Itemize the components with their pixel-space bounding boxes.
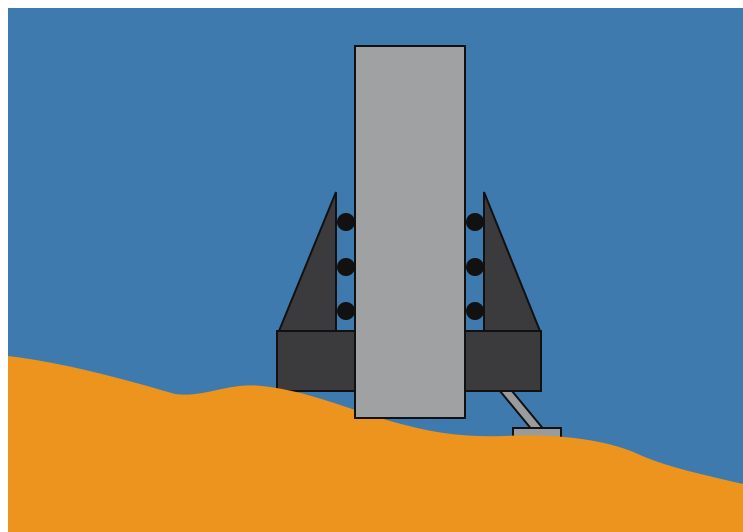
rollers-right (466, 213, 484, 320)
roller-left-1 (337, 213, 355, 231)
guide-frame-left (276, 191, 359, 392)
guide-frame-right (460, 191, 542, 392)
roller-right-2 (466, 258, 484, 276)
roller-right-1 (466, 213, 484, 231)
pile (354, 45, 466, 419)
roller-right-3 (466, 302, 484, 320)
guide-frame-left-box (276, 330, 359, 392)
roller-left-2 (337, 258, 355, 276)
seabed (8, 356, 743, 532)
guide-frame-right-box (460, 330, 542, 392)
rollers-left (337, 213, 355, 320)
roller-left-3 (337, 302, 355, 320)
